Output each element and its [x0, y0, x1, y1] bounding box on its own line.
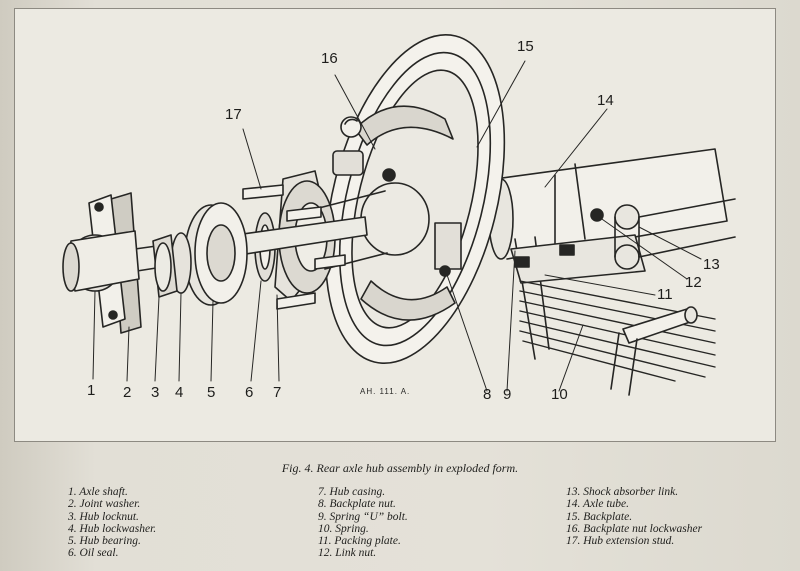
legend-item: 2. Joint washer. — [68, 498, 141, 511]
brake-shoe-part — [332, 105, 462, 321]
callout-13: 13 — [703, 256, 720, 273]
drawing-reference: AH. 111. A. — [360, 387, 411, 396]
callout-12: 12 — [685, 274, 702, 291]
legend-item: 5. Hub bearing. — [68, 535, 141, 548]
legend-item: 15. Backplate. — [566, 510, 633, 523]
callout-7: 7 — [273, 384, 282, 401]
callout-5: 5 — [207, 384, 216, 401]
callout-15: 15 — [517, 38, 534, 55]
leader-lines — [92, 60, 702, 392]
diagram-drawing — [62, 33, 736, 396]
legend-item: 6. Oil seal. — [68, 547, 119, 560]
callout-8: 8 — [483, 386, 492, 403]
callout-14: 14 — [597, 92, 614, 109]
leaf-spring-part — [519, 280, 716, 382]
legend-item: 16. Backplate nut lockwasher — [566, 522, 703, 535]
callout-1: 1 — [87, 382, 96, 399]
callout-16: 16 — [321, 50, 338, 67]
legend-item: 14. Axle tube. — [566, 498, 630, 511]
callout-10: 10 — [551, 386, 568, 403]
legend-item: 8. Backplate nut. — [318, 498, 396, 511]
legend-column-2: 7. Hub casing. 8. Backplate nut. 9. Spri… — [318, 486, 408, 560]
callout-4: 4 — [175, 384, 184, 401]
u-bolt-part — [510, 234, 646, 360]
legend-item: 17. Hub extension stud. — [566, 535, 675, 548]
legend-item: 4. Hub lockwasher. — [68, 522, 157, 535]
shackle-pin-part — [610, 306, 698, 396]
callout-3: 3 — [151, 384, 160, 401]
callout-6: 6 — [245, 384, 254, 401]
callout-9: 9 — [503, 386, 512, 403]
exploded-diagram: 1 2 3 4 5 6 7 8 9 10 11 12 13 14 15 16 1… — [14, 8, 776, 442]
legend-item: 13. Shock absorber link. — [566, 486, 679, 498]
hub-bearing-part — [184, 202, 248, 306]
callout-2: 2 — [123, 384, 132, 401]
legend-item: 10. Spring. — [318, 522, 369, 535]
legend-item: 9. Spring “U” bolt. — [318, 510, 408, 523]
hub-extension-stud-part — [242, 184, 346, 310]
callout-11: 11 — [657, 286, 673, 303]
legend-column-3: 13. Shock absorber link. 14. Axle tube. … — [566, 486, 702, 547]
hub-locknut-part — [152, 234, 178, 298]
axle-shaft-flange-part — [62, 194, 140, 328]
legend-item: 1. Axle shaft. — [68, 486, 128, 498]
shock-absorber-link-part — [590, 198, 736, 270]
legend-column-1: 1. Axle shaft. 2. Joint washer. 3. Hub l… — [68, 486, 156, 560]
callout-17: 17 — [225, 106, 242, 123]
figure-caption: Fig. 4. Rear axle hub assembly in explod… — [281, 461, 519, 475]
legend-item: 12. Link nut. — [318, 547, 377, 560]
legend-item: 3. Hub locknut. — [68, 510, 139, 523]
legend-item: 7. Hub casing. — [318, 486, 386, 498]
legend-item: 11. Packing plate. — [318, 535, 401, 548]
